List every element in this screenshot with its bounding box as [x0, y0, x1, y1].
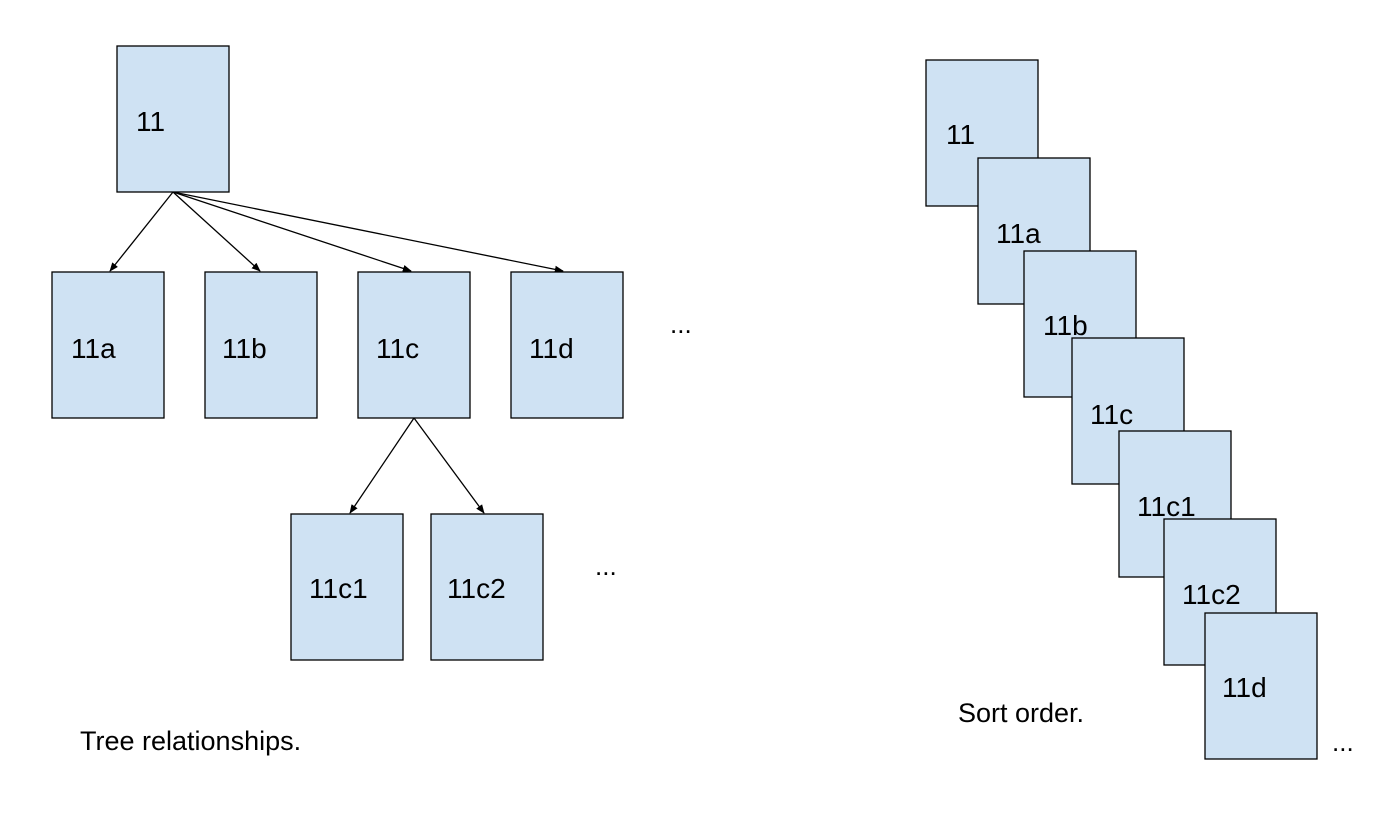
- sort-card-label: 11b: [1043, 310, 1088, 341]
- sort-card: 11d: [1204, 612, 1318, 760]
- edge-11-to-11b: [172, 191, 261, 272]
- sort-card-label: 11a: [996, 218, 1041, 249]
- tree-edges: [109, 191, 564, 514]
- edge-11-to-11a: [109, 191, 174, 272]
- tree-caption: Tree relationships.: [80, 726, 301, 756]
- tree-panel: 11 11a 11b 11c 11d ... 11c1 11c2 ...: [51, 45, 692, 756]
- sort-card-label: 11c: [1090, 399, 1133, 430]
- sort-card-label: 11: [946, 119, 975, 150]
- tree-node-child: 11c: [357, 271, 471, 419]
- tree-node-grandchild: 11c1: [290, 513, 404, 661]
- tree-node-label: 11d: [529, 333, 574, 364]
- tree-node-root: 11: [116, 45, 230, 193]
- sort-card-label: 11c2: [1182, 579, 1241, 610]
- sort-caption: Sort order.: [958, 698, 1084, 728]
- tree-node-child: 11d: [510, 271, 624, 419]
- tree-node-label: 11b: [222, 333, 267, 364]
- tree-node-label: 11c: [376, 333, 419, 364]
- tree-node-grandchild: 11c2: [430, 513, 544, 661]
- edge-11-to-11c: [172, 191, 412, 272]
- tree-grandchildren-ellipsis: ...: [595, 551, 617, 581]
- edge-11c-to-11c1: [349, 417, 415, 514]
- edge-11-to-11d: [172, 191, 564, 273]
- tree-node-child: 11b: [204, 271, 318, 419]
- sort-panel: 11 11a 11b 11c 11c1 11c2 11d ... Sort or…: [925, 59, 1354, 760]
- sort-card-label: 11c1: [1137, 491, 1196, 522]
- sort-ellipsis: ...: [1332, 727, 1354, 757]
- tree-node-label: 11c1: [309, 573, 368, 604]
- tree-node-label: 11c2: [447, 573, 506, 604]
- tree-children-ellipsis: ...: [670, 309, 692, 339]
- sort-card-label: 11d: [1222, 672, 1267, 703]
- edge-11c-to-11c2: [413, 417, 485, 514]
- tree-node-child: 11a: [51, 271, 165, 419]
- tree-node-label: 11: [136, 106, 165, 137]
- tree-node-label: 11a: [71, 333, 116, 364]
